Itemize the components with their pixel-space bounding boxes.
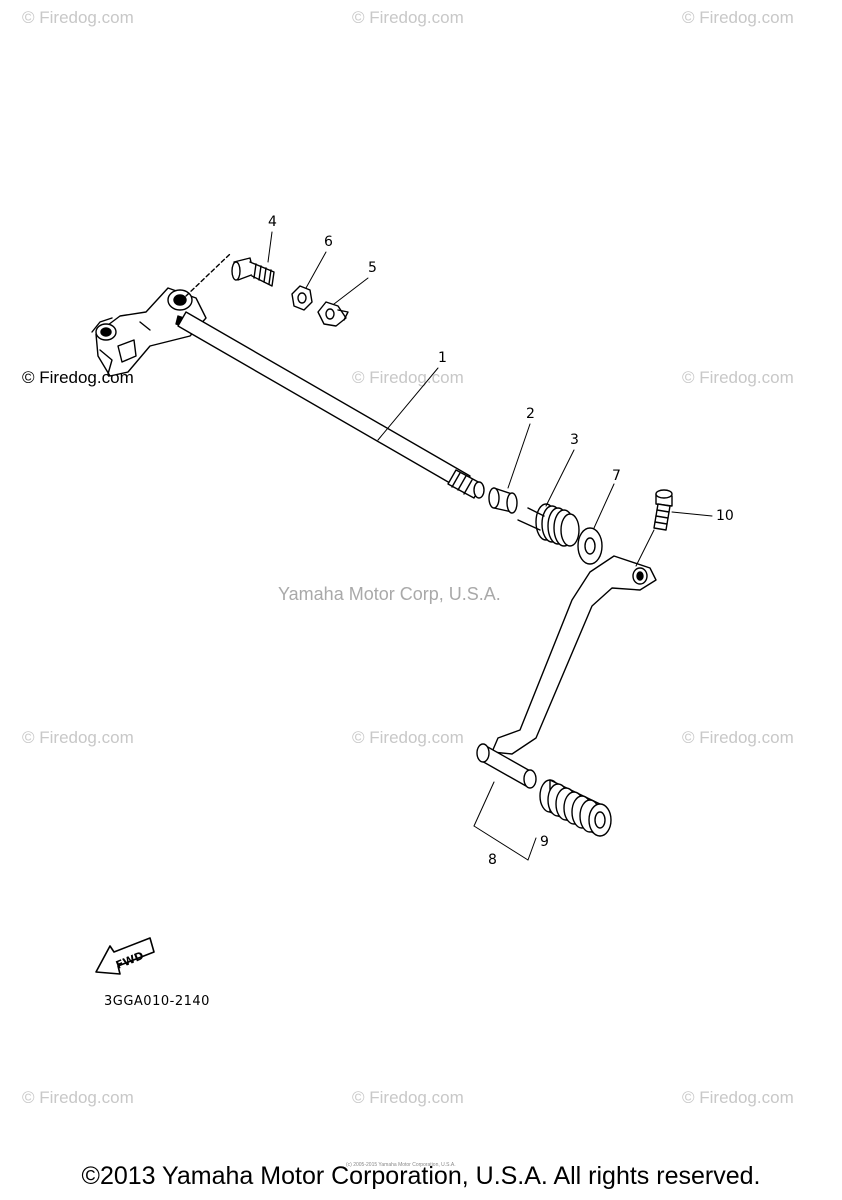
firedog-watermark: © Firedog.com (352, 8, 464, 27)
firedog-watermark: © Firedog.com (352, 728, 464, 747)
callout-4: 4 (268, 214, 277, 230)
small-print: (c) 2005-2015 Yamaha Motor Corporation, … (346, 1162, 456, 1168)
callout-8: 8 (488, 852, 497, 868)
torsion-spring-part-3 (517, 503, 580, 547)
firedog-watermark: © Firedog.com (352, 1088, 464, 1107)
firedog-watermark: © Firedog.com (682, 1088, 794, 1107)
lock-washer-part-5 (317, 301, 349, 327)
firedog-watermark: © Firedog.com (22, 8, 134, 27)
washer-part-7 (577, 527, 603, 565)
copyright-notice: ©2013 Yamaha Motor Corporation, U.S.A. A… (81, 1162, 761, 1190)
firedog-watermark: © Firedog.com (22, 1088, 134, 1107)
callout-6: 6 (324, 234, 333, 250)
rubber-part-9 (539, 779, 612, 837)
firedog-watermark: © Firedog.com (682, 728, 794, 747)
bolt-part-10 (653, 489, 673, 531)
callout-3: 3 (570, 432, 579, 448)
firedog-watermark: © Firedog.com (22, 368, 134, 387)
collar-part-2 (488, 487, 518, 514)
callout-10: 10 (716, 508, 734, 524)
callout-7: 7 (612, 468, 621, 484)
shift-shaft (177, 311, 485, 499)
fwd-arrow (95, 937, 155, 975)
firedog-watermark: © Firedog.com (682, 8, 794, 27)
firedog-watermark: © Firedog.com (22, 728, 134, 747)
shift-pedal-part-8 (476, 555, 657, 789)
callout-9: 9 (540, 834, 549, 850)
nut-part-6 (291, 285, 313, 311)
callout-2: 2 (526, 406, 535, 422)
leader-lines (267, 231, 713, 861)
callout-5: 5 (368, 260, 377, 276)
firedog-watermark: © Firedog.com (352, 368, 464, 387)
diagram-code: 3GGA010-2140 (104, 994, 210, 1009)
firedog-watermark: © Firedog.com (682, 368, 794, 387)
callout-1: 1 (438, 350, 447, 366)
yamaha-watermark: Yamaha Motor Corp, U.S.A. (278, 584, 501, 604)
bolt-part-4 (231, 257, 275, 287)
